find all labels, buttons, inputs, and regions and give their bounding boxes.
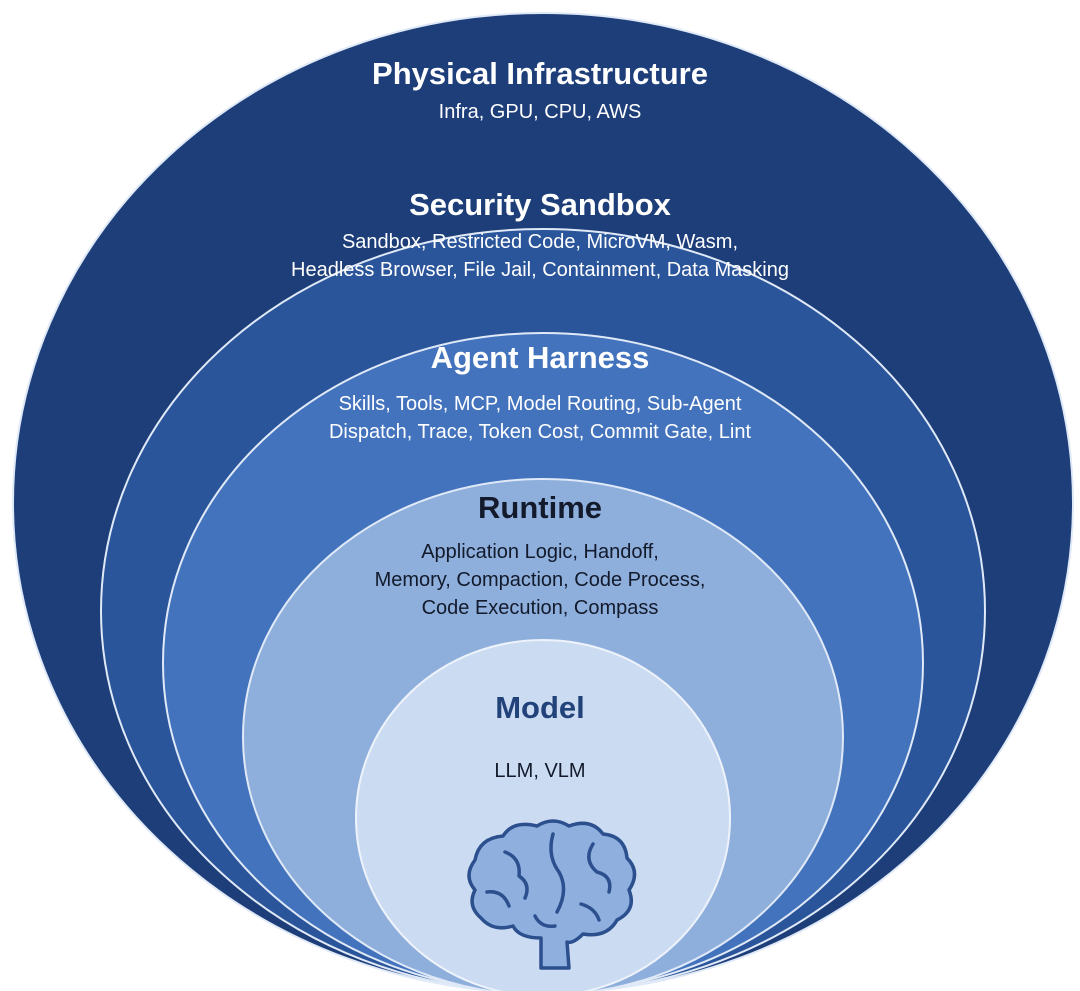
- model-title: Model: [495, 690, 585, 725]
- security-sandbox-desc-2: Headless Browser, File Jail, Containment…: [291, 259, 789, 281]
- runtime-desc-2: Memory, Compaction, Code Process,: [374, 569, 706, 591]
- security-sandbox-desc-1: Sandbox, Restricted Code, MicroVM, Wasm,: [341, 231, 739, 253]
- physical-infrastructure-desc-1: Infra, GPU, CPU, AWS: [438, 101, 642, 123]
- model-desc-1: LLM, VLM: [494, 760, 586, 782]
- agent-harness-desc-1: Skills, Tools, MCP, Model Routing, Sub-A…: [338, 393, 742, 415]
- agent-harness-title: Agent Harness: [430, 340, 650, 375]
- runtime-desc-1: Application Logic, Handoff,: [421, 541, 659, 563]
- agent-harness-desc-2: Dispatch, Trace, Token Cost, Commit Gate…: [328, 421, 752, 443]
- brain-icon: [467, 819, 637, 970]
- runtime-desc-3: Code Execution, Compass: [421, 597, 659, 619]
- security-sandbox-title: Security Sandbox: [409, 187, 671, 222]
- model-ring: [355, 639, 731, 991]
- physical-infrastructure-title: Physical Infrastructure: [372, 56, 708, 91]
- runtime-title: Runtime: [478, 490, 602, 525]
